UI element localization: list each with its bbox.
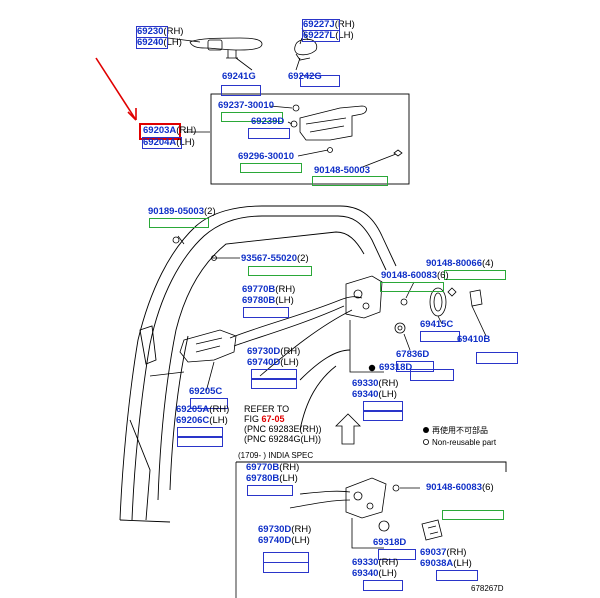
- part-box: [396, 361, 434, 372]
- part-box: [476, 352, 518, 364]
- callout-69340-2[interactable]: 69340(LH): [352, 568, 397, 579]
- part-box-green: [248, 266, 312, 276]
- door-outline-drawing: [119, 205, 397, 523]
- refer-line-3: (PNC 69283E(RH)): [244, 424, 322, 434]
- callout-69770B-1[interactable]: 69770B(RH): [242, 284, 296, 295]
- part-box: [420, 331, 460, 342]
- legend-en: Non-reusable part: [432, 438, 497, 447]
- callout-69237-30010[interactable]: 69237-30010: [218, 100, 274, 111]
- part-box: [363, 410, 403, 421]
- part-box: [378, 549, 416, 560]
- part-box-green: [380, 282, 444, 292]
- callout-93567-55020[interactable]: 93567-55020(2): [241, 253, 309, 264]
- callout-69410B[interactable]: 69410B: [457, 334, 491, 345]
- part-box: [363, 401, 403, 412]
- callout-69780B-1[interactable]: 69780B(LH): [242, 295, 294, 306]
- callout-90189-05003[interactable]: 90189-05003(2): [148, 206, 216, 217]
- legend-jp: 再使用不可部品: [432, 426, 488, 435]
- callout-69330-1[interactable]: 69330(RH): [352, 378, 399, 389]
- part-box-green: [444, 270, 506, 280]
- part-box-green: [442, 510, 504, 520]
- callout-69203A[interactable]: 69203A(RH): [143, 125, 197, 136]
- part-box-green: [149, 218, 209, 228]
- callout-69206C[interactable]: 69206C(LH): [176, 415, 228, 426]
- callout-69770B-2[interactable]: 69770B(RH): [246, 462, 300, 473]
- refer-line-4: (PNC 69284G(LH)): [244, 434, 322, 444]
- lock-cover-drawing: [429, 287, 447, 317]
- lower-bracket-drawing: [421, 519, 443, 541]
- callout-69415C[interactable]: 69415C: [420, 319, 454, 330]
- callout-67836D[interactable]: 67836D: [396, 349, 430, 360]
- callout-69318D-2[interactable]: 69318D: [373, 537, 407, 548]
- callout-69241G[interactable]: 69241G: [222, 71, 256, 82]
- callout-69330-2[interactable]: 69330(RH): [352, 557, 399, 568]
- lock-assembly-drawing: [345, 275, 384, 373]
- part-box: [177, 436, 223, 447]
- callout-69227J[interactable]: 69227J(RH): [303, 19, 355, 30]
- part-box: [302, 30, 340, 42]
- part-box: [300, 75, 340, 87]
- callout-69740D-1[interactable]: 69740D(LH): [247, 357, 299, 368]
- handle-frame-drawing: [290, 104, 403, 157]
- callout-69340-1[interactable]: 69340(LH): [352, 389, 397, 400]
- part-box: [263, 562, 309, 573]
- part-box: [251, 378, 297, 389]
- callout-69239D[interactable]: 69239D: [251, 116, 285, 127]
- callout-69780B-2[interactable]: 69780B(LH): [246, 473, 298, 484]
- callout-69242G[interactable]: 69242G: [288, 71, 322, 82]
- callout-69318D-1[interactable]: 69318D: [379, 362, 413, 373]
- callout-69227L[interactable]: 69227L(LH): [303, 30, 354, 41]
- part-box: [410, 369, 454, 381]
- part-box: [177, 427, 223, 438]
- striker-drawing: [469, 289, 483, 307]
- callout-90148-60083-a[interactable]: 90148-60083(6): [381, 270, 449, 281]
- part-box: [221, 85, 261, 96]
- callout-69230[interactable]: 69230(RH): [137, 26, 184, 37]
- callout-69204A[interactable]: 69204A(LH): [143, 137, 195, 148]
- callout-69296-30010[interactable]: 69296-30010: [238, 151, 294, 162]
- callout-90148-80066[interactable]: 90148-80066(4): [426, 258, 494, 269]
- part-box-green: [221, 112, 283, 122]
- callout-69205C[interactable]: 69205C: [189, 386, 223, 397]
- part-box-green: [312, 176, 388, 186]
- part-box: [363, 580, 403, 591]
- part-box-green: [240, 163, 302, 173]
- part-box: [247, 485, 293, 496]
- part-box: [142, 137, 182, 149]
- callout-69038A[interactable]: 69038A(LH): [420, 558, 472, 569]
- callout-90148-60083-b[interactable]: 90148-60083(6): [426, 482, 494, 493]
- highlight-box: [139, 123, 181, 140]
- lower-lock-assembly-drawing: [289, 477, 387, 549]
- outside-handle-drawing: [189, 37, 263, 59]
- part-box: [190, 398, 228, 409]
- callout-69740D-2[interactable]: 69740D(LH): [258, 535, 310, 546]
- part-box: [243, 307, 289, 318]
- callout-69240[interactable]: 69240(LH): [137, 37, 182, 48]
- handle-cover-drawing: [294, 38, 318, 61]
- part-box: [136, 37, 168, 49]
- refer-fig-link[interactable]: 67-05: [261, 414, 285, 424]
- part-box: [251, 369, 297, 380]
- refer-line-2: FIG 67-05: [244, 414, 285, 424]
- callout-69730D-1[interactable]: 69730D(RH): [247, 346, 301, 357]
- callout-69037[interactable]: 69037(RH): [420, 547, 467, 558]
- part-box: [436, 570, 478, 581]
- refer-line-1: REFER TO: [244, 404, 290, 414]
- india-spec-label: (1709- ) INDIA SPEC: [238, 451, 314, 460]
- callout-69730D-2[interactable]: 69730D(RH): [258, 524, 312, 535]
- inside-handle-drawing: [179, 329, 237, 363]
- part-box: [248, 128, 290, 139]
- figure-id: 678267D: [471, 584, 504, 593]
- callout-69205A[interactable]: 69205A(RH): [176, 404, 230, 415]
- callout-90148-50003[interactable]: 90148-50003: [314, 165, 370, 176]
